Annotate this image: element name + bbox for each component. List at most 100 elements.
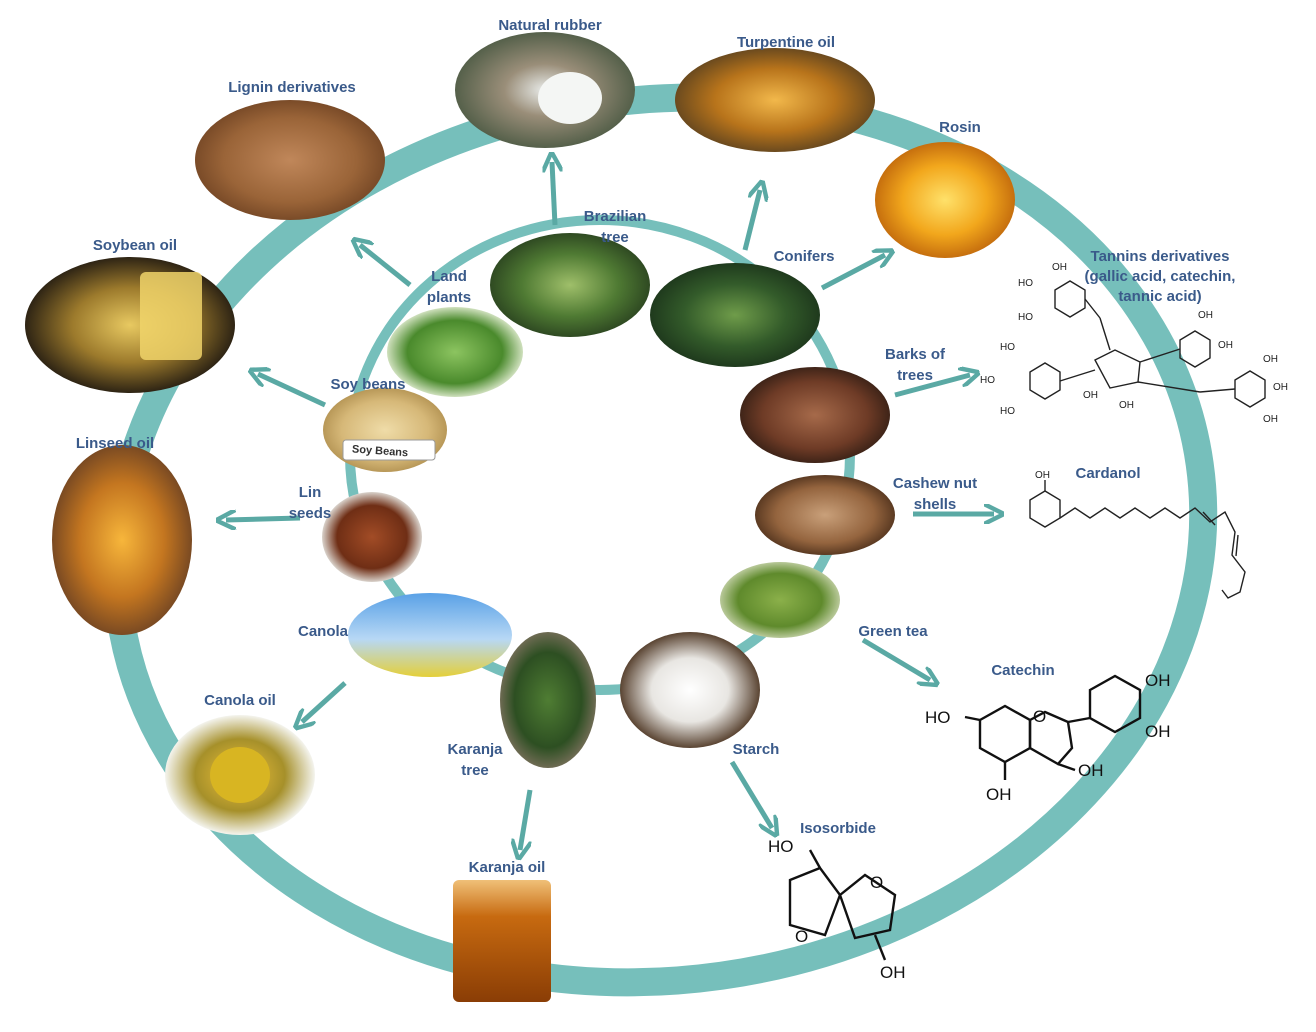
tannin-bond-f [1199,388,1236,393]
arrow-soy-to-soyoil [258,374,327,408]
outer-labels: Natural rubber Turpentine oil Rosin Lign… [76,17,1236,876]
catechin-oh-3: OH [1078,761,1104,780]
inner-photos: Soy Beans [322,233,895,768]
soybean-oil-photo [25,257,235,393]
lignin-derivatives-photo [195,100,385,220]
label-canola-oil: Canola oil [204,692,276,709]
catechin-ho: HO [925,708,951,727]
tannin-oh-2: OH [1083,390,1098,401]
tannin-oh-4: OH [1198,310,1213,321]
catechin-o: O [1033,707,1046,726]
conifers-photo [650,263,820,367]
land-plants-photo [387,307,523,397]
tannic-acid-structure: OH HO HO HO HO HO OH OH OH OH OH OH OH [980,262,1288,425]
label-tannins-line2: (gallic acid, catechin, [1085,268,1236,285]
tannin-ring-1 [1054,280,1086,318]
canola-photo [348,593,512,677]
arrow-lin-to-linoil [226,518,301,520]
arrows [226,162,994,850]
tannin-sugar-ring [1094,349,1141,389]
label-tannins-line1: Tannins derivatives [1091,248,1230,265]
tannin-ho-1: HO [1018,278,1033,289]
tannin-oh-3: OH [1119,400,1134,411]
isosorbide-ho: HO [768,837,794,856]
catechin-bond-1 [1067,716,1091,724]
canola-oil-flask [210,747,270,803]
arrow-starch-to-isosorbide [729,760,772,828]
lin-seeds-photo [322,492,422,582]
inner-labels: Brazilian tree Conifers Land plants Soy … [289,208,977,779]
label-isosorbide: Isosorbide [800,820,876,837]
tannin-oh-1: OH [1052,262,1067,273]
tannin-ho-3: HO [1000,342,1015,353]
outer-photos [25,32,1015,1002]
starch-photo [620,632,760,748]
tannin-bond-d [1139,348,1181,363]
tannin-oh-7: OH [1273,382,1288,393]
cardanol-oh: OH [1035,470,1050,481]
linseed-oil-photo [52,445,192,635]
natural-rubber-latex-cup [538,72,602,124]
cardanol-ring [1029,490,1061,528]
catechin-oh-4: OH [986,785,1012,804]
label-land-line1: Land [431,268,467,285]
rosin-photo [875,142,1015,258]
cardanol-chain [1059,507,1246,599]
tannin-bond-a [1084,298,1101,319]
isosorbide-structure: HO O O OH [768,837,906,982]
label-karanja-oil: Karanja oil [469,859,546,876]
green-tea-photo [720,562,840,638]
tannin-ho-4: HO [980,375,995,386]
isosorbide-ring-left [788,866,842,937]
label-conifers: Conifers [774,248,835,265]
label-lignin-derivatives: Lignin derivatives [228,79,356,96]
label-cardanol: Cardanol [1075,465,1140,482]
label-land-line2: plants [427,289,471,306]
label-green-tea: Green tea [858,623,928,640]
arrow-conifers-to-rosin [820,255,885,291]
tannin-ho-2: HO [1018,312,1033,323]
catechin-oh-2: OH [1145,722,1171,741]
label-tannins-line3: tannic acid) [1118,288,1201,305]
arrow-karanja-to-karanjaoil [520,789,533,850]
tannin-ring-4 [1234,370,1266,408]
karanja-tree-photo [500,632,596,768]
soybean-oil-jar [140,272,202,360]
tannin-ring-3 [1179,330,1211,368]
cardanol-db-1 [1202,511,1216,526]
label-barks-line2: trees [897,367,933,384]
tannin-bond-c [1059,369,1096,382]
catechin-ring-c [1028,710,1074,766]
label-brazilian-line1: Brazilian [584,208,647,225]
label-barks-line1: Barks of [885,346,946,363]
isosorbide-oh-bond-top [808,849,822,869]
tannin-oh-6: OH [1263,354,1278,365]
tannin-ring-2 [1029,362,1061,400]
tannin-oh-8: OH [1263,414,1278,425]
label-rosin: Rosin [939,119,981,136]
isosorbide-oh: OH [880,963,906,982]
arrow-canola-to-canolaoil [302,681,347,722]
catechin-bond-3 [964,715,981,722]
brazilian-tree-photo [490,233,650,337]
soy-beans-tag-text: Soy Beans [352,443,409,459]
tannin-oh-5: OH [1218,340,1233,351]
isosorbide-o-2: O [870,873,883,892]
tannin-ho-5: HO [1000,406,1015,417]
label-karanja-line2: tree [461,762,489,779]
label-lin-line1: Lin [299,484,322,501]
soy-beans-tag [342,439,436,461]
label-linseed-oil: Linseed oil [76,435,154,452]
label-soybean-oil: Soybean oil [93,237,177,254]
turpentine-oil-photo [675,48,875,152]
isosorbide-ring-right [838,873,897,940]
label-turpentine-oil: Turpentine oil [737,34,835,51]
isosorbide-oh-bond-bottom [873,934,887,961]
label-karanja-line1: Karanja [447,741,503,758]
cardanol-db-2 [1235,534,1239,557]
isosorbide-o-1: O [795,927,808,946]
label-catechin: Catechin [991,662,1054,679]
arrow-conifers-to-turpentine [742,190,760,251]
barks-photo [740,367,890,463]
